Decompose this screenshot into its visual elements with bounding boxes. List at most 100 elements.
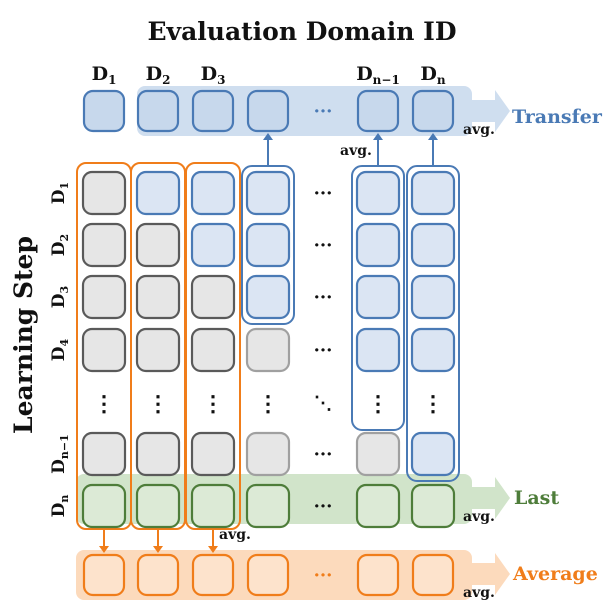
green-cell bbox=[135, 483, 181, 529]
gray-cell bbox=[81, 274, 127, 320]
column-label-base: D bbox=[146, 63, 162, 85]
ellipsis-cell: ··· bbox=[314, 496, 333, 517]
row-label-base: D bbox=[49, 189, 69, 204]
result-rows: ··· ··· bbox=[82, 89, 455, 597]
average-label: Average bbox=[512, 563, 598, 585]
column-label-base: D bbox=[201, 63, 217, 85]
gray-light-cell bbox=[245, 431, 291, 477]
ellipsis-cell: ⋱ bbox=[314, 393, 332, 414]
row-label: D1 bbox=[49, 182, 71, 204]
avg-label-last: avg. bbox=[463, 509, 495, 525]
row-label: D3 bbox=[49, 286, 71, 308]
vertical-ellipsis-cell: ⋮ bbox=[422, 391, 444, 417]
average-arrow-head bbox=[99, 546, 109, 553]
row-label-base: D bbox=[49, 346, 69, 361]
gray-cell bbox=[81, 431, 127, 477]
last-band-arrow bbox=[472, 477, 510, 519]
blue-cell bbox=[355, 327, 401, 373]
blue-cell bbox=[190, 222, 236, 268]
average-band-arrow bbox=[472, 553, 510, 595]
blue-cell bbox=[410, 274, 456, 320]
blue-cell bbox=[410, 431, 456, 477]
row-label: Dn bbox=[49, 495, 71, 518]
transfer-cell bbox=[411, 89, 455, 133]
vertical-ellipsis-cell: ⋮ bbox=[202, 391, 224, 417]
average-cell bbox=[82, 553, 126, 597]
ellipsis-cell: ··· bbox=[314, 340, 333, 361]
transfer-band-arrow bbox=[472, 90, 510, 132]
green-cell bbox=[190, 483, 236, 529]
transfer-arrow-head bbox=[263, 133, 273, 140]
column-label: Dn−1 bbox=[356, 63, 400, 87]
transfer-column-outline-2 bbox=[351, 165, 405, 431]
vertical-ellipsis-cell: ⋮ bbox=[147, 391, 169, 417]
column-label-subscript: n−1 bbox=[373, 73, 400, 87]
avg-label-average-column: avg. bbox=[219, 527, 251, 543]
column-label: D1 bbox=[92, 63, 117, 87]
transfer-label: Transfer bbox=[512, 106, 603, 128]
row-label-subscript: n bbox=[58, 495, 71, 503]
vertical-ellipsis-cell: ⋮ bbox=[93, 391, 115, 417]
average-cell bbox=[246, 553, 290, 597]
column-label-subscript: 1 bbox=[108, 73, 116, 87]
blue-cell bbox=[190, 170, 236, 216]
vertical-ellipsis-cell: ⋮ bbox=[257, 391, 279, 417]
blue-cell bbox=[355, 170, 401, 216]
row-label-base: D bbox=[49, 241, 69, 256]
arrows bbox=[99, 133, 438, 553]
average-arrow-head bbox=[208, 546, 218, 553]
transfer-column-outline-1 bbox=[241, 165, 295, 325]
column-label: D2 bbox=[146, 63, 171, 87]
row-label-subscript: 2 bbox=[58, 234, 71, 242]
green-cell bbox=[410, 483, 456, 529]
gray-cell bbox=[81, 170, 127, 216]
gray-cell bbox=[135, 274, 181, 320]
green-cell bbox=[81, 483, 127, 529]
column-label: D3 bbox=[201, 63, 226, 87]
transfer-cell bbox=[136, 89, 180, 133]
ellipsis-cell: ··· bbox=[314, 287, 333, 308]
column-label-subscript: 2 bbox=[162, 73, 170, 87]
gray-cell bbox=[190, 327, 236, 373]
gray-light-cell bbox=[245, 327, 291, 373]
green-cell bbox=[245, 483, 291, 529]
green-cell bbox=[355, 483, 401, 529]
transfer-cell bbox=[246, 89, 290, 133]
transfer-cell bbox=[82, 89, 126, 133]
average-cell bbox=[356, 553, 400, 597]
blue-cell bbox=[410, 327, 456, 373]
transfer-cell bbox=[356, 89, 400, 133]
row-label-base: D bbox=[49, 459, 69, 474]
y-axis-label: Learning Step bbox=[9, 236, 38, 434]
blue-cell bbox=[355, 274, 401, 320]
diagram-title: Evaluation Domain ID bbox=[147, 17, 456, 46]
gray-light-cell bbox=[355, 431, 401, 477]
column-label-subscript: n bbox=[437, 73, 446, 87]
column-label-base: D bbox=[420, 63, 436, 85]
matrix-cells: ············⋮⋮⋮⋮⋱⋮⋮······ bbox=[81, 170, 456, 529]
average-arrow-head bbox=[153, 546, 163, 553]
gray-cell bbox=[81, 327, 127, 373]
avg-label-transfer-column: avg. bbox=[340, 143, 372, 159]
row-label-base: D bbox=[49, 293, 69, 308]
column-label: Dn bbox=[420, 63, 445, 87]
row-label-subscript: 4 bbox=[58, 338, 71, 346]
gray-cell bbox=[190, 274, 236, 320]
gray-cell bbox=[81, 222, 127, 268]
column-label-base: D bbox=[92, 63, 108, 85]
transfer-column-outline-3 bbox=[406, 165, 460, 482]
avg-label-transfer: avg. bbox=[463, 122, 495, 138]
vertical-ellipsis-cell: ⋮ bbox=[367, 391, 389, 417]
average-cell bbox=[191, 553, 235, 597]
column-label-base: D bbox=[356, 63, 372, 85]
row-label-subscript: n−1 bbox=[58, 434, 71, 459]
average-cell bbox=[136, 553, 180, 597]
row-label-subscript: 3 bbox=[58, 286, 71, 294]
blue-cell bbox=[410, 170, 456, 216]
row-label: Dn−1 bbox=[49, 434, 71, 474]
average-ellipsis: ··· bbox=[314, 565, 333, 586]
column-label-subscript: 3 bbox=[217, 73, 225, 87]
